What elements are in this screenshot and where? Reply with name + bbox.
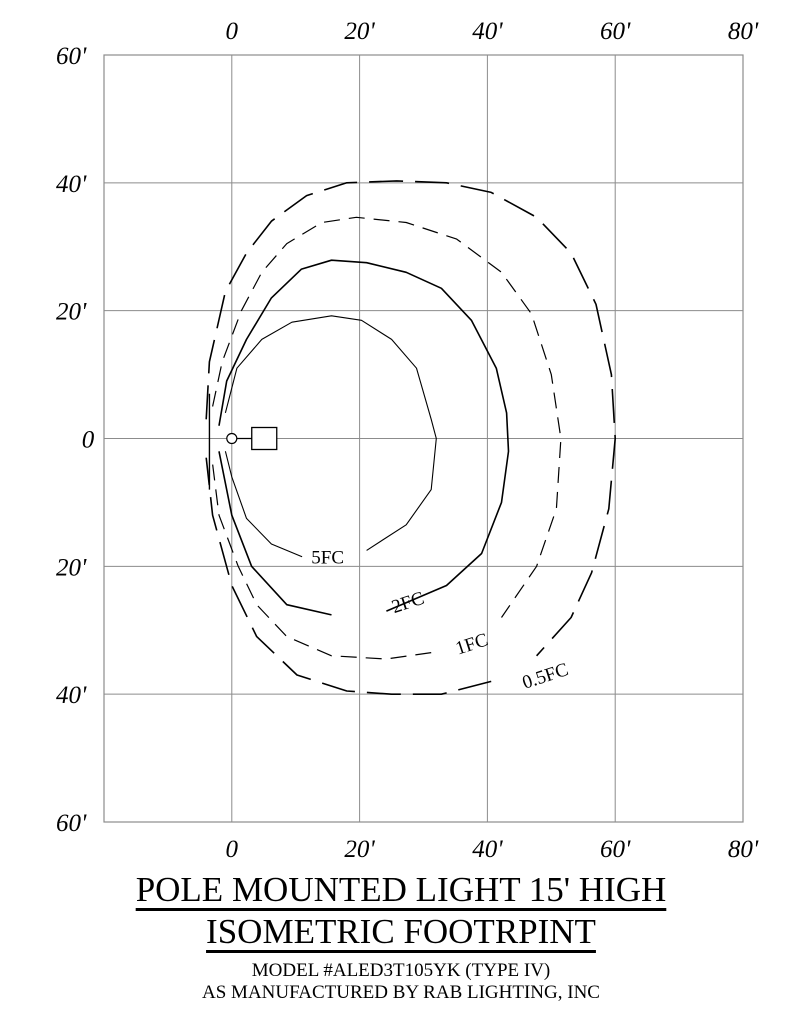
- contour-line-5fc: [224, 451, 303, 558]
- x-tick-label-top: 0: [226, 18, 239, 45]
- manufacturer-line: AS MANUFACTURED BY RAB LIGHTING, INC: [202, 982, 600, 1003]
- title-line-2: ISOMETRIC FOOTRPINT: [206, 912, 596, 951]
- model-line: MODEL #ALED3T105YK (TYPE IV): [251, 960, 551, 981]
- fixture-icon: [251, 426, 278, 451]
- x-tick-label-bottom: 0: [226, 836, 239, 863]
- contour-line-0.5fc: [205, 180, 616, 657]
- y-tick-label: 20': [56, 554, 87, 581]
- contour-label: 5FC: [311, 548, 344, 569]
- x-tick-label-top: 40': [472, 18, 503, 45]
- y-tick-label: 60': [56, 43, 87, 70]
- contour-line-1fc: [212, 464, 432, 660]
- pole-icon: [226, 432, 238, 445]
- x-tick-label-top: 60': [600, 18, 631, 45]
- contour-line-0.5fc: [205, 457, 492, 695]
- illuminance-contours: 5FC 2FC 1FC 0.5FC: [205, 180, 616, 695]
- grid-lines: [103, 54, 744, 823]
- y-tick-label: 0: [82, 427, 95, 454]
- y-tick-label: 40': [56, 682, 87, 709]
- y-tick-label: 20': [56, 299, 87, 326]
- x-tick-label-bottom: 60': [600, 836, 631, 863]
- x-tick-label-bottom: 20': [344, 836, 375, 863]
- x-tick-label-bottom: 40': [472, 836, 503, 863]
- contour-label: 2FC: [389, 588, 427, 618]
- axis-tick-labels: 0 0 20' 20' 40' 40' 60' 60' 80' 80' 60' 40' 20' 0 20' 4…: [56, 18, 759, 863]
- x-tick-label-top: 20': [344, 18, 375, 45]
- contour-line-5fc: [224, 315, 437, 551]
- isofootprint-diagram: 0 0 20' 20' 40' 40' 60' 60' 80' 80' 60' 40' 20' 0 20' 4…: [56, 18, 759, 863]
- contour-label: 1FC: [453, 629, 491, 659]
- y-tick-label: 40': [56, 171, 87, 198]
- x-tick-label-top: 80': [728, 18, 759, 45]
- pole-and-fixture: [208, 393, 278, 490]
- contour-line-2fc: [218, 259, 510, 612]
- title-line-1: POLE MOUNTED LIGHT 15' HIGH: [135, 870, 667, 909]
- contour-line-1fc: [212, 216, 562, 618]
- contour-label: 0.5FC: [520, 659, 571, 693]
- contour-line-2fc: [218, 451, 332, 616]
- x-tick-label-bottom: 80': [728, 836, 759, 863]
- y-tick-label: 60': [56, 810, 87, 837]
